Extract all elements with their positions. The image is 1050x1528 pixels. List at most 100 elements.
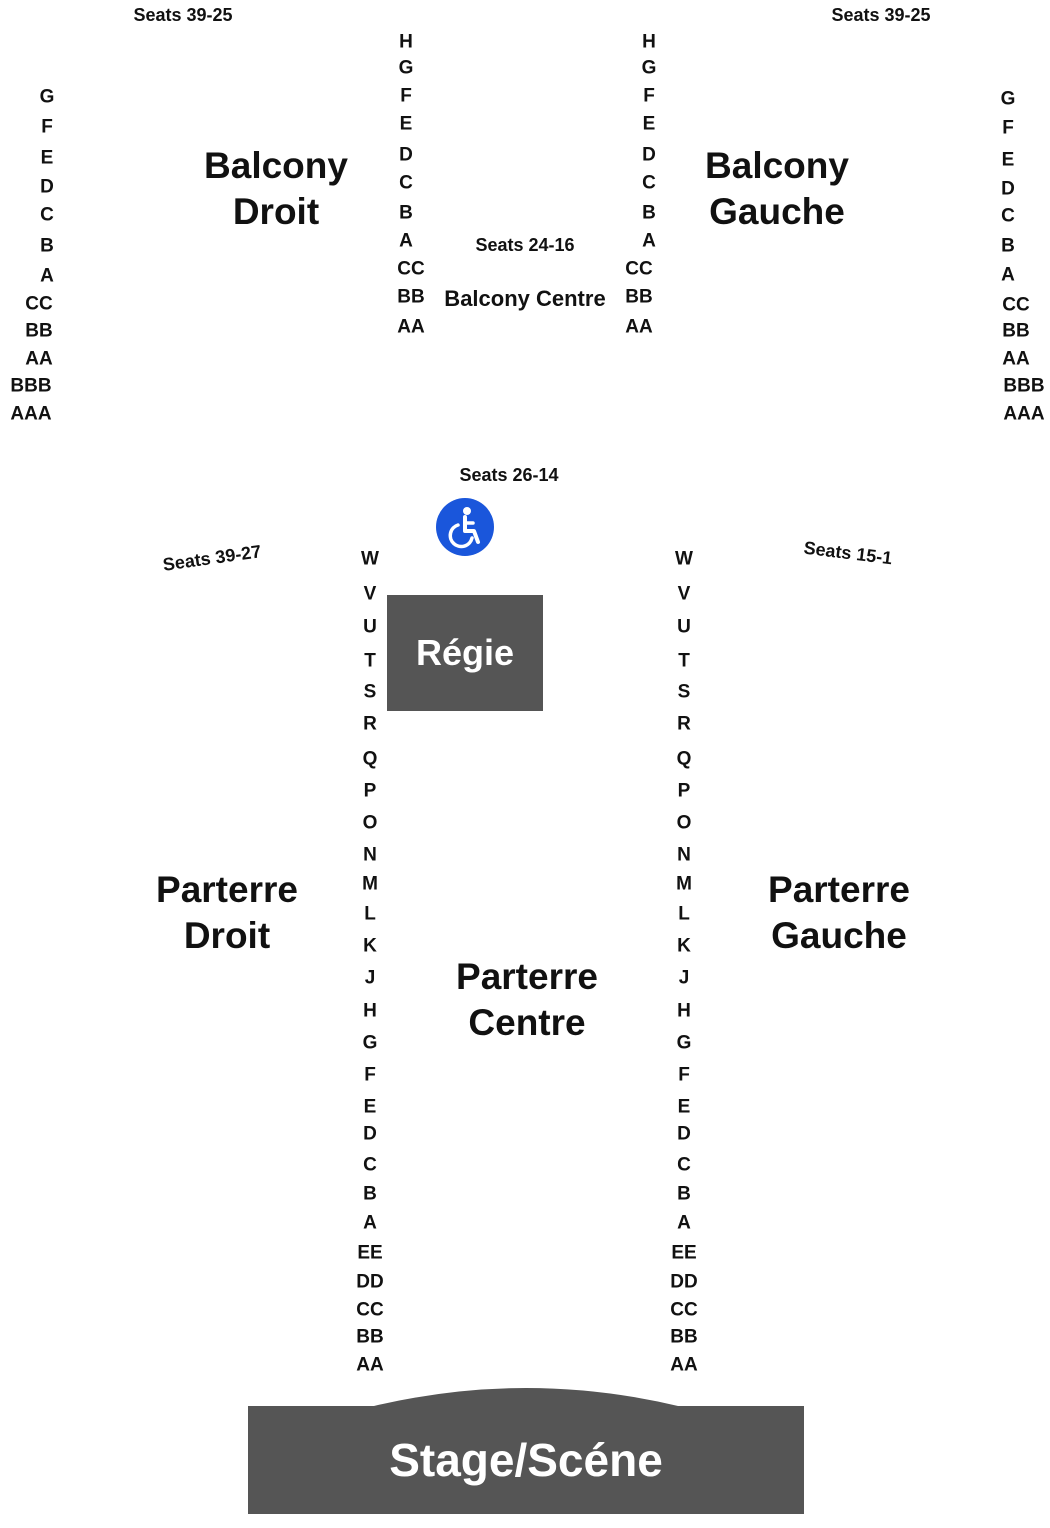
- parterre-right-row-ee: EE: [671, 1242, 697, 1264]
- parterre-right-row-p: P: [677, 780, 691, 802]
- parterre-left-row-u: U: [363, 616, 377, 638]
- parterre-right-row-cc: CC: [670, 1299, 698, 1321]
- balcony-gauche-outer-row-aa: AA: [1002, 348, 1030, 370]
- parterre-left-row-h: H: [363, 1000, 377, 1022]
- parterre-droit-seats-label: Seats 39-27: [161, 541, 263, 575]
- balcony-droit-inner-row-b: B: [399, 202, 413, 224]
- balcony-droit-outer-row-e: E: [40, 147, 54, 169]
- balcony-gauche-outer-row-a: A: [1001, 264, 1015, 286]
- stage-label: Stage/Scéne: [389, 1434, 663, 1486]
- parterre-right-row-j: J: [678, 967, 690, 989]
- parterre-left-row-a: A: [363, 1212, 377, 1234]
- parterre-left-row-c: C: [363, 1154, 377, 1176]
- balcony-gauche-outer-row-cc: CC: [1002, 294, 1030, 316]
- balcony-gauche-inner-row-g: G: [641, 57, 657, 79]
- balcony-droit-inner-row-g: G: [398, 57, 414, 79]
- parterre-left-row-o: O: [362, 812, 378, 834]
- parterre-right-row-u: U: [677, 616, 691, 638]
- parterre-left-row-dd: DD: [356, 1271, 384, 1293]
- balcony-gauche-inner-row-e: E: [642, 113, 656, 135]
- balcony-gauche-outer-row-e: E: [1001, 149, 1015, 171]
- balcony-droit-inner-row-a: A: [399, 230, 413, 252]
- parterre-right-row-o: O: [676, 812, 692, 834]
- parterre-left-row-g: G: [362, 1032, 378, 1054]
- parterre-centre-title-line2: Centre: [468, 1002, 586, 1043]
- balcony-droit-outer-row-b: B: [40, 235, 54, 257]
- balcony-centre-seats-label: Seats 24-16: [475, 235, 575, 255]
- balcony-gauche-inner-row-aa: AA: [625, 316, 653, 338]
- parterre-left-row-m: M: [362, 873, 378, 895]
- parterre-right-row-g: G: [676, 1032, 692, 1054]
- balcony-droit-inner-row-c: C: [399, 172, 413, 194]
- balcony-droit-outer-row-a: A: [40, 265, 54, 287]
- parterre-right-row-t: T: [678, 650, 690, 672]
- parterre-left-row-s: S: [363, 681, 377, 703]
- balcony-droit-inner-row-bb: BB: [397, 286, 425, 308]
- parterre-right-row-bb: BB: [670, 1326, 698, 1348]
- balcony-gauche-inner-row-bb: BB: [625, 286, 653, 308]
- parterre-left-row-aa: AA: [356, 1354, 384, 1376]
- parterre-droit-title-line2: Droit: [183, 915, 271, 956]
- balcony-gauche-inner-row-h: H: [642, 31, 656, 53]
- balcony-droit-inner-row-e: E: [399, 113, 413, 135]
- parterre-left-row-n: N: [363, 844, 377, 866]
- balcony-gauche-inner-row-a: A: [642, 230, 656, 252]
- parterre-left-row-bb: BB: [356, 1326, 384, 1348]
- balcony-gauche-inner-row-d: D: [642, 144, 656, 166]
- parterre-left-row-j: J: [364, 967, 376, 989]
- balcony-gauche-title-line1: Balcony: [705, 144, 849, 186]
- parterre-left-row-l: L: [364, 903, 376, 925]
- parterre-right-row-m: M: [676, 873, 692, 895]
- balcony-droit-inner-row-d: D: [399, 144, 413, 166]
- parterre-right-row-c: C: [677, 1154, 691, 1176]
- balcony-gauche-outer-row-g: G: [1000, 88, 1016, 110]
- balcony-droit-inner-row-h: H: [399, 31, 413, 53]
- balcony-gauche-inner-row-c: C: [642, 172, 656, 194]
- balcony-gauche-outer-row-bb: BB: [1002, 320, 1030, 342]
- parterre-right-row-n: N: [677, 844, 691, 866]
- balcony-gauche-outer-row-d: D: [1001, 178, 1015, 200]
- balcony-gauche-outer-row-bbb: BBB: [1003, 375, 1045, 397]
- parterre-left-row-v: V: [363, 583, 377, 605]
- parterre-right-row-a: A: [677, 1212, 691, 1234]
- parterre-left-row-p: P: [363, 780, 377, 802]
- balcony-droit-outer-row-aaa: AAA: [10, 403, 52, 425]
- balcony-droit-inner-row-f: F: [400, 85, 412, 107]
- regie-block: Régie: [387, 595, 543, 711]
- balcony-droit-outer-row-bb: BB: [25, 320, 53, 342]
- wheelchair-icon: [436, 498, 494, 556]
- parterre-right-row-b: B: [677, 1183, 691, 1205]
- balcony-gauche-outer-row-aaa: AAA: [1003, 403, 1045, 425]
- balcony-droit-title: Balcony Droit: [204, 143, 348, 236]
- parterre-left-row-k: K: [363, 935, 377, 957]
- parterre-gauche-title-line2: Gauche: [771, 915, 907, 956]
- parterre-right-row-r: R: [677, 713, 691, 735]
- parterre-right-row-v: V: [677, 583, 691, 605]
- balcony-droit-outer-row-c: C: [40, 204, 54, 226]
- parterre-left-row-t: T: [364, 650, 376, 672]
- stage-block: Stage/Scéne: [248, 1388, 804, 1514]
- parterre-left-row-ee: EE: [357, 1242, 383, 1264]
- balcony-droit-inner-row-cc: CC: [397, 258, 425, 280]
- parterre-right-row-l: L: [678, 903, 690, 925]
- parterre-centre-title-line1: Parterre: [456, 955, 598, 997]
- balcony-droit-outer-row-g: G: [39, 86, 55, 108]
- parterre-gauche-title-line1: Parterre: [768, 868, 910, 910]
- parterre-droit-title: Parterre Droit: [156, 867, 298, 960]
- parterre-right-row-f: F: [678, 1064, 690, 1086]
- parterre-right-row-aa: AA: [670, 1354, 698, 1376]
- balcony-droit-outer-row-bbb: BBB: [10, 375, 52, 397]
- balcony-gauche-inner-row-f: F: [643, 85, 655, 107]
- parterre-droit-title-line1: Parterre: [156, 868, 298, 910]
- parterre-centre-title: Parterre Centre: [456, 954, 598, 1047]
- regie-label: Régie: [415, 632, 515, 673]
- parterre-left-row-r: R: [363, 713, 377, 735]
- balcony-centre-title: Balcony Centre: [444, 286, 606, 311]
- parterre-left-row-q: Q: [362, 748, 378, 770]
- balcony-droit-outer-row-cc: CC: [25, 293, 53, 315]
- parterre-right-row-h: H: [677, 1000, 691, 1022]
- parterre-centre-seats-label: Seats 26-14: [459, 465, 559, 485]
- parterre-left-row-f: F: [364, 1064, 376, 1086]
- balcony-gauche-title-line2: Gauche: [709, 191, 845, 232]
